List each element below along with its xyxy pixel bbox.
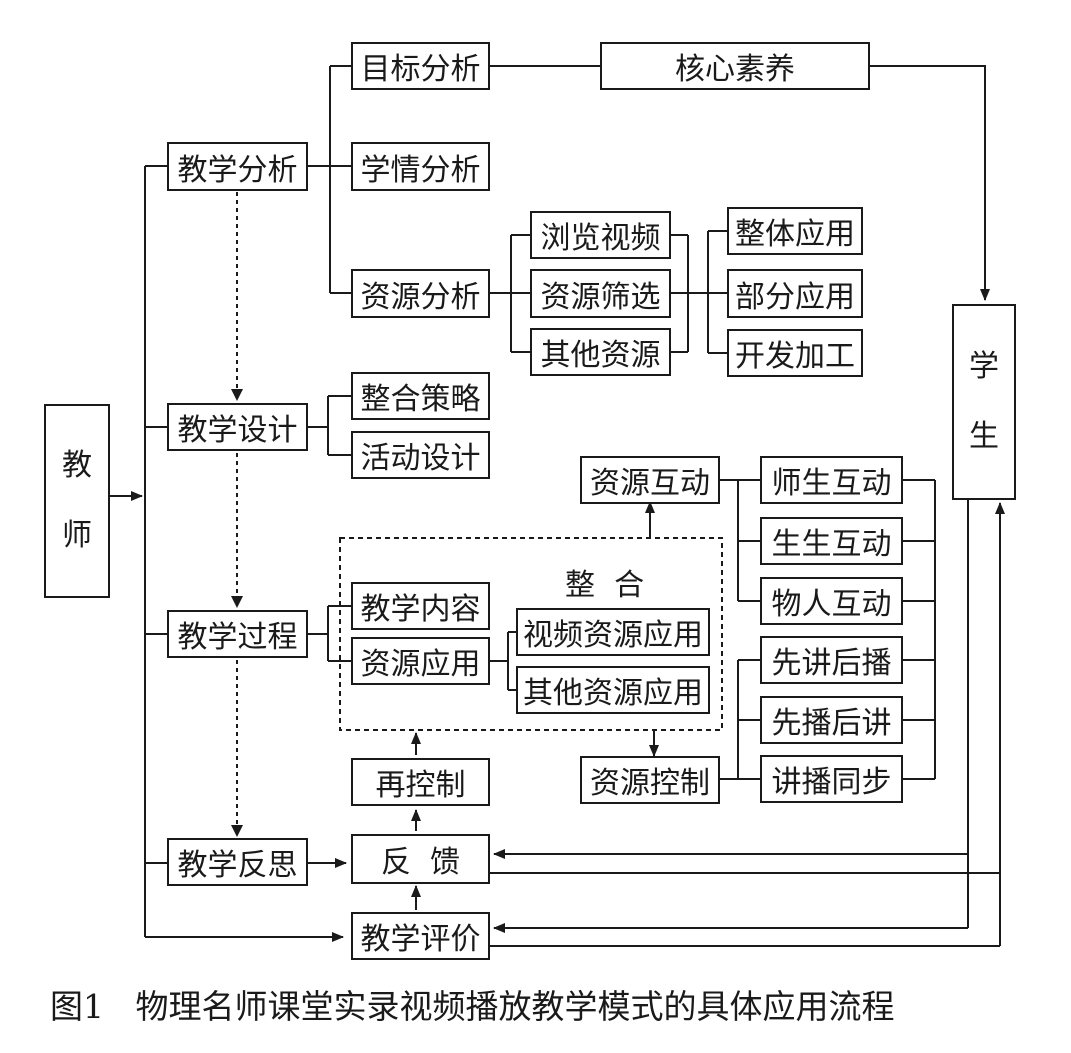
resource-application-box: 资源应用 — [351, 637, 490, 685]
student-box: 学 生 — [952, 304, 1016, 500]
student-char-2: 生 — [969, 419, 999, 454]
activity-design-box: 活动设计 — [351, 431, 490, 479]
feedback-box: 反 馈 — [351, 834, 490, 884]
teaching-design-box: 教学设计 — [167, 403, 308, 451]
browse-video-box: 浏览视频 — [530, 211, 671, 259]
student-student-box: 生生互动 — [760, 517, 903, 565]
teacher-char-1: 教 — [62, 448, 92, 483]
other-resource-use-box: 其他资源应用 — [516, 666, 710, 714]
teaching-content-box: 教学内容 — [351, 582, 490, 630]
integration-strategy-box: 整合策略 — [351, 372, 490, 420]
sync-box: 讲播同步 — [760, 755, 903, 803]
learner-analysis-box: 学情分析 — [351, 142, 490, 191]
target-analysis-box: 目标分析 — [351, 42, 490, 90]
resource-control-box: 资源控制 — [580, 756, 720, 804]
develop-process-box: 开发加工 — [727, 329, 863, 377]
teacher-char-2: 师 — [62, 518, 92, 553]
teaching-analysis-box: 教学分析 — [167, 142, 308, 191]
explain-then-play-box: 先讲后播 — [760, 636, 903, 684]
part-use-box: 部分应用 — [727, 269, 863, 318]
teaching-process-box: 教学过程 — [167, 610, 308, 658]
recontrol-box: 再控制 — [351, 758, 490, 806]
other-resources-box: 其他资源 — [530, 328, 671, 376]
resource-filter-box: 资源筛选 — [530, 269, 671, 318]
teacher-student-box: 师生互动 — [760, 456, 903, 504]
object-person-box: 物人互动 — [760, 577, 903, 625]
video-resource-use-box: 视频资源应用 — [516, 608, 710, 656]
teaching-reflection-box: 教学反思 — [167, 838, 308, 886]
student-char-1: 学 — [969, 349, 999, 384]
integration-label: 整 合 — [565, 568, 645, 603]
resource-interaction-box: 资源互动 — [580, 456, 720, 504]
whole-use-box: 整体应用 — [727, 207, 863, 255]
play-then-explain-box: 先播后讲 — [760, 696, 903, 744]
teaching-evaluation-box: 教学评价 — [351, 912, 490, 960]
teacher-box: 教 师 — [44, 404, 110, 598]
figure-caption: 图1 物理名师课堂实录视频播放教学模式的具体应用流程 — [50, 987, 895, 1026]
resource-analysis-box: 资源分析 — [351, 269, 490, 318]
core-literacy-box: 核心素养 — [600, 42, 870, 90]
